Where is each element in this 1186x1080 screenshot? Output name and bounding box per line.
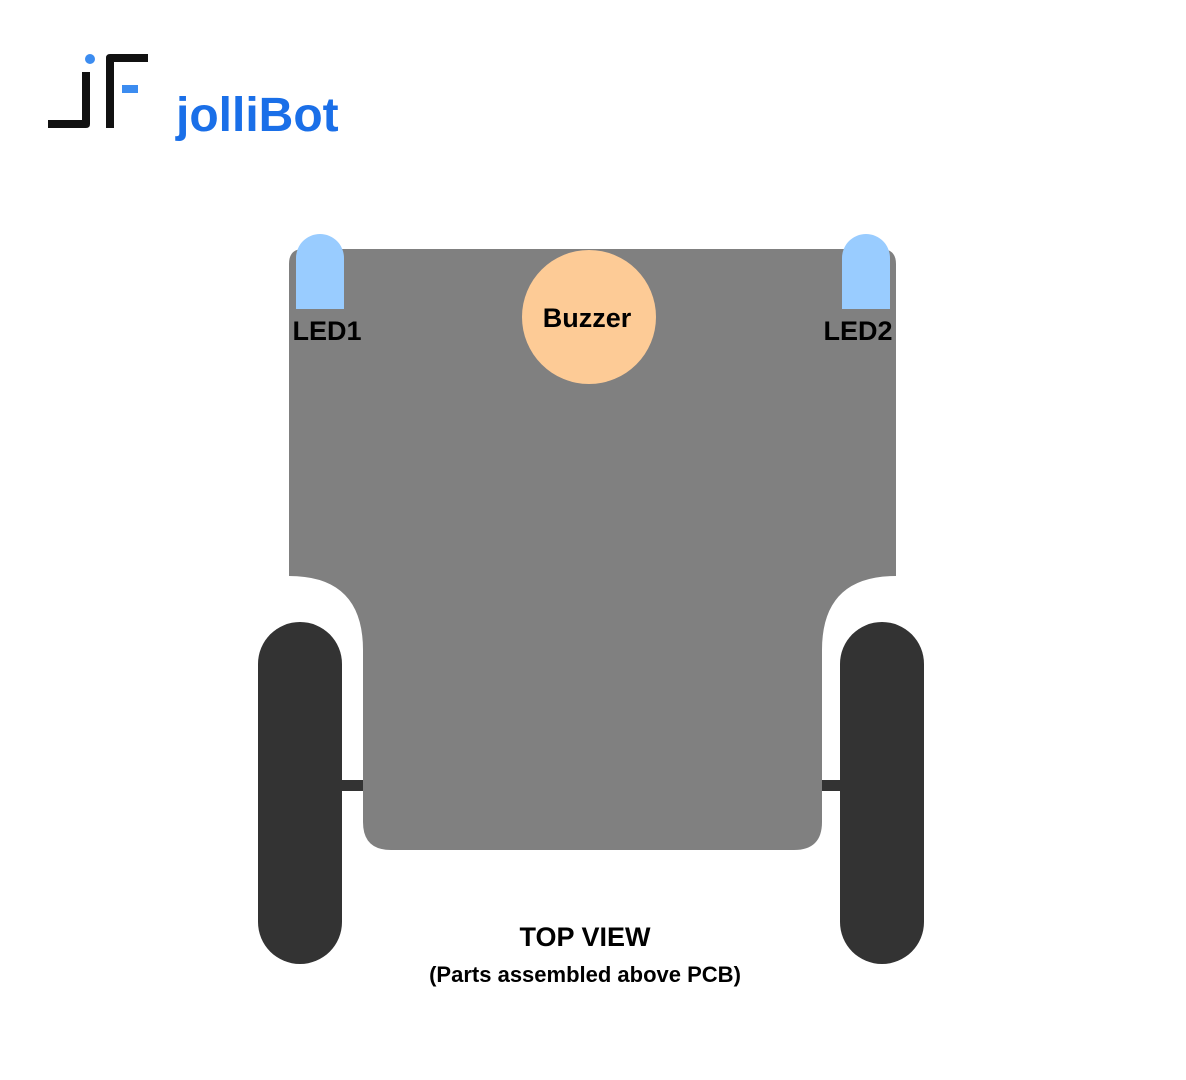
logo-j-stroke <box>48 72 90 128</box>
logo-dot <box>85 54 95 64</box>
right-wheel <box>840 622 924 964</box>
caption-subtitle: (Parts assembled above PCB) <box>429 962 741 987</box>
left-wheel <box>258 622 342 964</box>
jf-logo-icon <box>48 54 148 128</box>
led2-shape <box>842 234 890 309</box>
logo-f-accent <box>122 85 138 93</box>
brand-logo: jolliBot <box>40 40 360 150</box>
led2-label: LED2 <box>823 316 892 346</box>
left-axle <box>336 780 370 791</box>
pcb-board <box>289 249 896 850</box>
brand-name: jolliBot <box>176 89 339 142</box>
right-axle <box>815 780 849 791</box>
logo-f-stroke <box>106 54 148 128</box>
led1-shape <box>296 234 344 309</box>
buzzer-shape <box>522 250 656 384</box>
led1-label: LED1 <box>292 316 361 346</box>
caption-title: TOP VIEW <box>519 922 651 952</box>
buzzer-label: Buzzer <box>543 303 632 333</box>
